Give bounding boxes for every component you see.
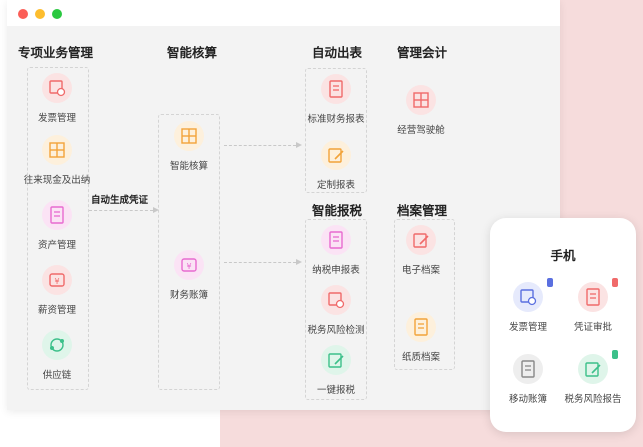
module-archive-0[interactable]: 电子档案 — [381, 225, 461, 278]
section-title-accounting: 智能核算 — [167, 45, 218, 60]
doc-icon — [578, 278, 618, 312]
module-label: 一键报税 — [316, 385, 355, 396]
module-label: 电子档案 — [401, 265, 440, 276]
grid-icon — [406, 85, 436, 115]
doc-icon — [321, 225, 351, 255]
module-special-2[interactable]: 资产管理 — [17, 200, 97, 253]
phone-badge-icon — [612, 350, 618, 359]
edit-icon — [578, 350, 618, 384]
module-tax-2[interactable]: 一键报税 — [296, 345, 376, 398]
auto-reports-box — [305, 68, 367, 193]
coin-icon: ¥ — [42, 265, 72, 295]
module-archive-1[interactable]: 纸质档案 — [381, 312, 461, 365]
svg-text:¥: ¥ — [186, 262, 191, 271]
module-label: 纳税申报表 — [312, 265, 360, 276]
phone-badge-icon — [547, 278, 553, 287]
section-title-tax: 智能报税 — [312, 203, 363, 218]
module-auto_reports-0[interactable]: 标准财务报表 — [296, 74, 376, 127]
phone-badge-icon — [612, 278, 618, 287]
close-window-button[interactable] — [18, 9, 28, 19]
section-title-archive: 档案管理 — [397, 203, 448, 218]
tax-box — [305, 219, 367, 400]
section-title-special: 专项业务管理 — [18, 45, 94, 60]
special-box — [27, 67, 89, 390]
module-tax-0[interactable]: 纳税申报表 — [296, 225, 376, 278]
accounting-box — [158, 114, 220, 390]
doc-icon — [42, 200, 72, 230]
section-title-mgmt: 管理会计 — [397, 45, 448, 60]
module-label: 薪资管理 — [37, 305, 76, 316]
grid-icon — [174, 121, 204, 151]
module-special-0[interactable]: 发票管理 — [17, 73, 97, 126]
archive-box — [394, 219, 455, 370]
arrow-to-accounting — [89, 207, 159, 213]
module-tax-1[interactable]: 税务风险检测 — [296, 285, 376, 338]
invoice-icon — [321, 285, 351, 315]
module-auto_reports-1[interactable]: 定制报表 — [296, 140, 376, 193]
module-accounting-0[interactable]: 智能核算 — [149, 121, 229, 174]
module-mgmt-0[interactable]: 经营驾驶舱 — [381, 85, 461, 138]
coin-icon: ¥ — [174, 250, 204, 280]
phone-item-label: 移动账簿 — [508, 394, 547, 405]
invoice-icon — [42, 73, 72, 103]
svg-text:¥: ¥ — [54, 277, 59, 286]
module-special-1[interactable]: 往来现金及出纳 — [17, 135, 97, 188]
doc-icon — [406, 312, 436, 342]
module-label: 智能核算 — [169, 161, 208, 172]
module-label: 财务账簿 — [169, 290, 208, 301]
edit-icon — [406, 225, 436, 255]
title-bar — [7, 0, 560, 26]
edit-icon — [321, 140, 351, 170]
arrow-to-reports — [224, 142, 302, 148]
module-label: 资产管理 — [37, 240, 76, 251]
minimize-window-button[interactable] — [35, 9, 45, 19]
phone-item-label: 税务风险报告 — [564, 394, 622, 405]
chain-icon — [42, 330, 72, 360]
phone-card: 手机 发票管理 凭证审批移动账簿 税务风险报告 — [490, 218, 636, 432]
arrow-to-tax — [224, 259, 302, 265]
module-label: 标准财务报表 — [307, 114, 365, 125]
module-accounting-1[interactable]: ¥ 财务账簿 — [149, 250, 229, 303]
module-label: 纸质档案 — [401, 352, 440, 363]
doc-icon — [321, 74, 351, 104]
module-label: 往来现金及出纳 — [23, 175, 91, 186]
section-title-auto-reports: 自动出表 — [312, 45, 363, 60]
phone-item-3[interactable]: 税务风险报告 — [553, 350, 633, 407]
app-window — [7, 0, 560, 410]
doc-icon — [513, 354, 543, 384]
module-special-4[interactable]: 供应链 — [17, 330, 97, 383]
arrow-label: 自动生成凭证 — [91, 195, 149, 206]
module-label: 供应链 — [42, 370, 72, 381]
edit-icon — [321, 345, 351, 375]
module-label: 经营驾驶舱 — [397, 125, 445, 136]
phone-title: 手机 — [550, 248, 576, 263]
phone-item-0[interactable]: 发票管理 — [488, 278, 568, 335]
module-label: 定制报表 — [316, 180, 355, 191]
phone-item-1[interactable]: 凭证审批 — [553, 278, 633, 335]
phone-item-2[interactable]: 移动账簿 — [488, 354, 568, 407]
phone-item-label: 发票管理 — [508, 322, 547, 333]
maximize-window-button[interactable] — [52, 9, 62, 19]
grid-icon — [42, 135, 72, 165]
module-label: 发票管理 — [37, 113, 76, 124]
invoice-icon — [513, 278, 553, 312]
module-special-3[interactable]: ¥ 薪资管理 — [17, 265, 97, 318]
phone-item-label: 凭证审批 — [573, 322, 612, 333]
module-label: 税务风险检测 — [307, 325, 365, 336]
